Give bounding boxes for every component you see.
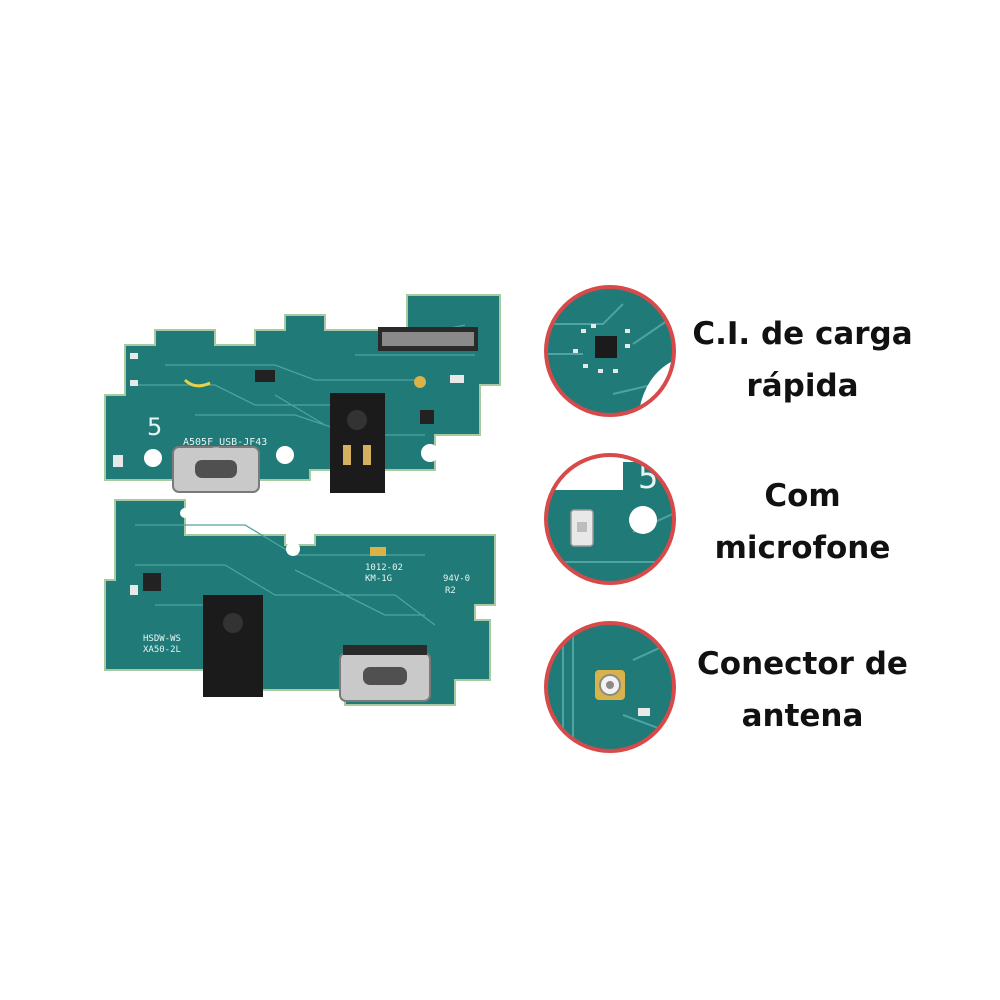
bottom-board-code-2: KM-1G (365, 574, 392, 584)
top-board: 5 A505F_USB-JF43 (104, 294, 501, 493)
caption-line: antena (741, 698, 864, 734)
caption-line: microfone (714, 530, 891, 566)
caption-line: rápida (746, 368, 859, 404)
top-board-digit: 5 (147, 413, 162, 441)
feature-caption-fast-charge-ic: C.I. de carga rápida (680, 308, 925, 412)
bottom-board-code-3: 94V-0 (443, 574, 470, 584)
caption-line: C.I. de carga (692, 316, 913, 352)
ic-chip-closeup-icon (544, 285, 676, 417)
top-board-label: A505F_USB-JF43 (183, 437, 267, 448)
bottom-board: HSDW-WS XA50-2L 1012-02 KM-1G 94V-0 R2 (104, 499, 496, 706)
bottom-board-label-2: XA50-2L (143, 645, 181, 655)
caption-line: Com (764, 478, 841, 514)
caption-line: Conector de (697, 646, 908, 682)
bottom-board-label-1: HSDW-WS (143, 634, 181, 644)
antenna-connector-closeup-icon (544, 621, 676, 753)
feature-caption-antenna-connector: Conector de antena (680, 638, 925, 742)
bottom-board-code-4: R2 (445, 586, 456, 596)
microphone-closeup-icon: 5 (544, 453, 676, 585)
feature-caption-microphone: Com microfone (680, 470, 925, 574)
product-photo: 5 A505F_USB-JF43 HSDW-WS XA50-2L 1012-02… (104, 294, 501, 706)
bottom-board-code-1: 1012-02 (365, 563, 403, 573)
